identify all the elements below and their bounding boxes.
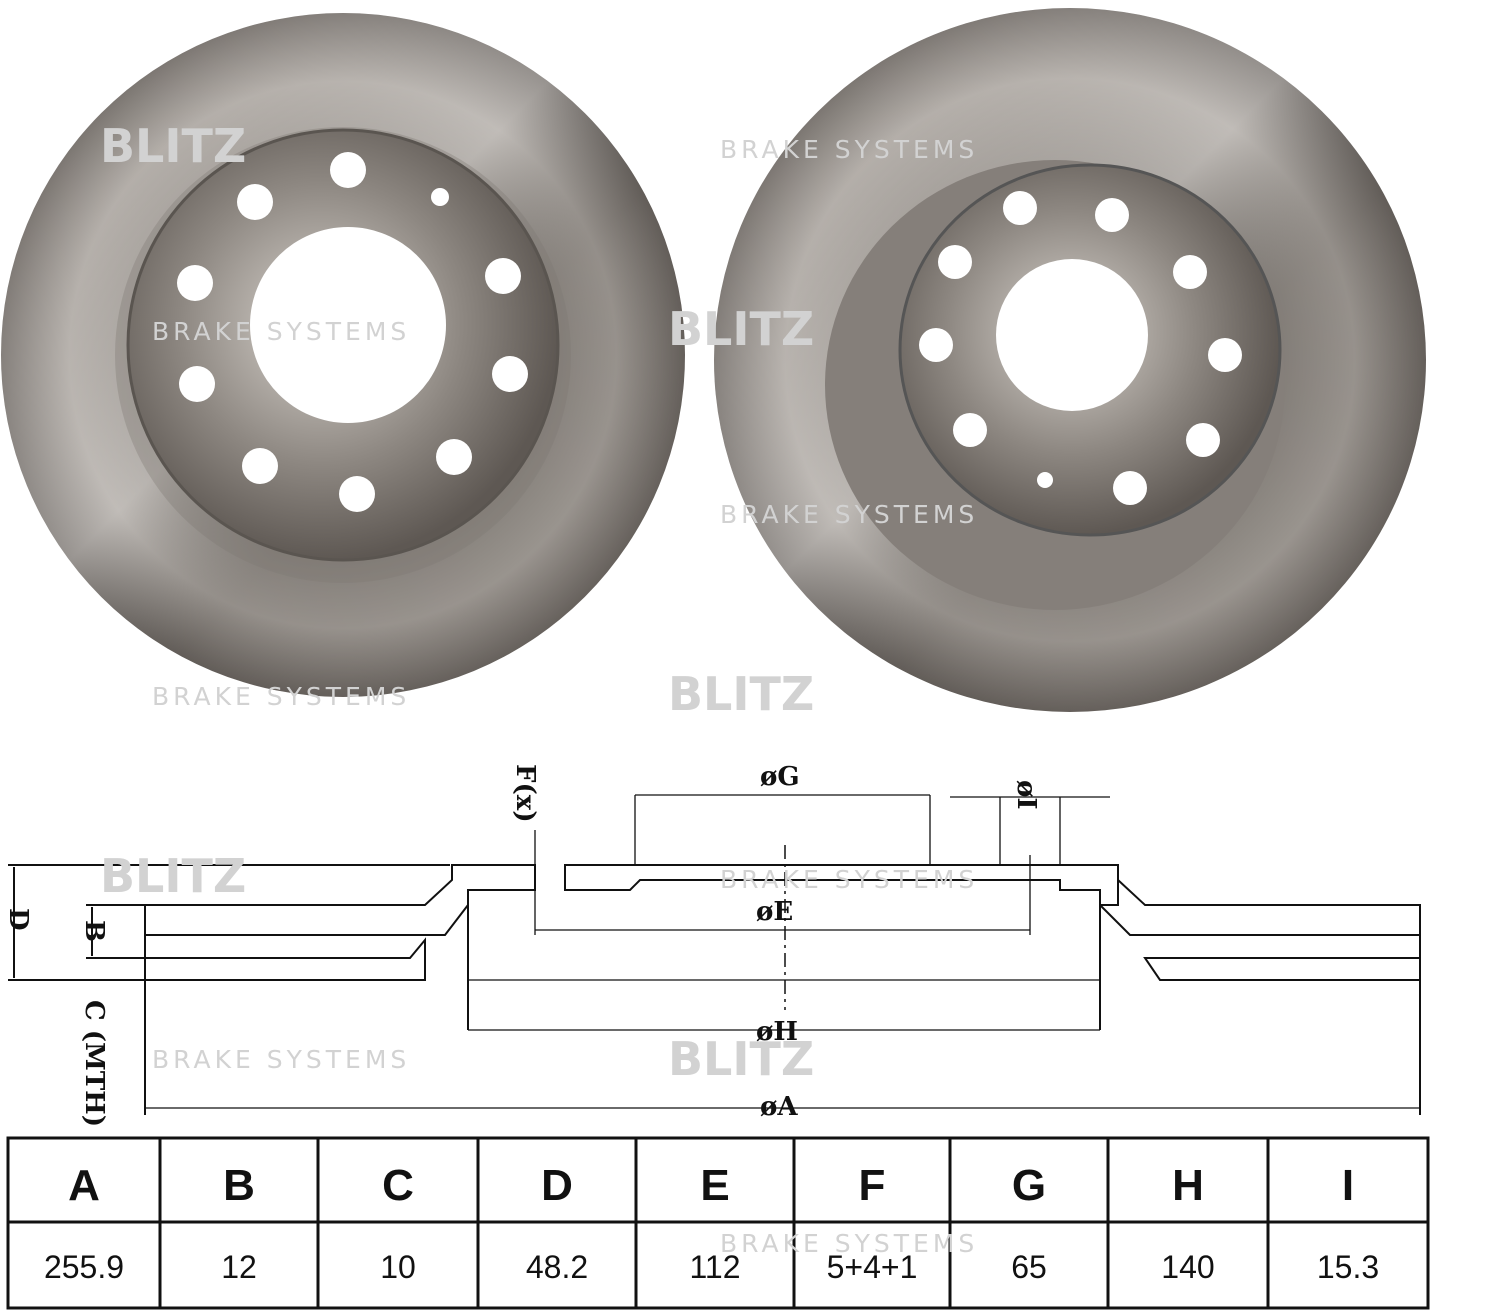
dim-label-c: C (MTH)	[79, 1000, 109, 1127]
spec-header-d: D	[541, 1161, 573, 1210]
dim-label-i: øI	[1011, 780, 1041, 810]
disc-angled-photo	[714, 8, 1426, 712]
spec-value-i: 15.3	[1317, 1249, 1379, 1285]
spec-table: A 255.9 B 12 C 10 D 48.2 E 112 F 5+4+1 G 65 H 140 I 15.3	[6, 1136, 1430, 1310]
spec-value-c: 10	[380, 1249, 416, 1285]
dim-label-f: F(x)	[510, 764, 540, 823]
bolt-holes-front	[177, 152, 528, 512]
spec-value-d: 48.2	[526, 1249, 588, 1285]
spec-header-h: H	[1172, 1161, 1204, 1210]
spec-value-f: 5+4+1	[827, 1249, 918, 1285]
disc-front-photo	[1, 13, 685, 697]
center-bore-icon	[996, 259, 1148, 411]
spec-header-i: I	[1342, 1161, 1354, 1210]
watermark-tagline: BRAKE SYSTEMS	[152, 317, 410, 346]
watermark-brand: BLITZ	[668, 1032, 814, 1086]
spec-value-g: 65	[1011, 1249, 1047, 1285]
spec-header-a: A	[68, 1161, 100, 1210]
spec-header-g: G	[1012, 1161, 1046, 1210]
dim-label-b: B	[79, 920, 109, 942]
watermark-tagline: BRAKE SYSTEMS	[152, 682, 410, 711]
dim-label-d: D	[3, 908, 33, 931]
spec-value-e: 112	[689, 1249, 740, 1285]
spec-header-c: C	[382, 1161, 414, 1210]
watermark-layer: BLITZ BRAKE SYSTEMS BRAKE SYSTEMS BLITZ …	[100, 119, 978, 1258]
spec-header-f: F	[859, 1161, 886, 1210]
watermark-tagline: BRAKE SYSTEMS	[720, 500, 978, 529]
dim-label-a: øA	[760, 1092, 798, 1122]
dim-label-h: øH	[756, 1017, 798, 1047]
dim-label-g: øG	[760, 762, 800, 792]
watermark-tagline: BRAKE SYSTEMS	[720, 1229, 978, 1258]
spec-value-a: 255.9	[44, 1249, 124, 1285]
bolt-holes-angled	[919, 191, 1242, 505]
cross-section-drawing: øG øE øH øA øI F(x) D B C (MTH)	[3, 762, 1421, 1127]
watermark-brand: BLITZ	[100, 119, 246, 173]
dim-label-e: øE	[756, 897, 793, 927]
watermark-tagline: BRAKE SYSTEMS	[720, 865, 978, 894]
watermark-tagline: BRAKE SYSTEMS	[152, 1045, 410, 1074]
watermark-brand: BLITZ	[668, 302, 814, 356]
spec-value-b: 12	[221, 1249, 257, 1285]
spec-header-b: B	[223, 1161, 255, 1210]
watermark-brand: BLITZ	[100, 849, 246, 903]
center-bore-icon	[250, 227, 446, 423]
watermark-tagline: BRAKE SYSTEMS	[720, 135, 978, 164]
spec-value-h: 140	[1161, 1249, 1214, 1285]
spec-header-e: E	[700, 1161, 729, 1210]
watermark-brand: BLITZ	[668, 667, 814, 721]
